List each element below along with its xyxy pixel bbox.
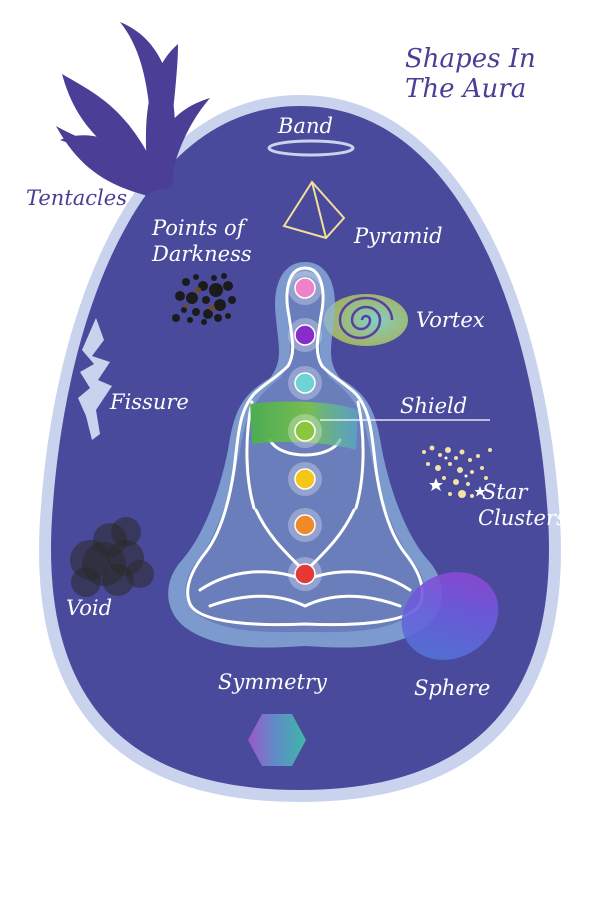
label-star-line-1: Star [482, 480, 528, 504]
label-shield: Shield [400, 394, 468, 418]
points-of-darkness-dots [172, 273, 236, 325]
sphere-shape [401, 572, 499, 660]
star-clusters-shape [422, 445, 492, 498]
label-star-line-2: Clusters [478, 506, 567, 530]
chakra-third-eye [294, 324, 316, 346]
label-tentacles: Tentacles [26, 186, 127, 210]
pyramid-shape [282, 180, 346, 240]
void-cloud [70, 517, 154, 597]
fissure-shape [78, 318, 112, 440]
label-points-line-1: Points of [152, 216, 245, 240]
title-line-2: The Aura [405, 74, 527, 104]
vortex-swirl [324, 294, 408, 346]
label-pyramid: Pyramid [354, 224, 443, 248]
label-band: Band [278, 114, 333, 138]
title-line-1: Shapes In [405, 44, 536, 74]
label-void: Void [66, 596, 113, 620]
chakra-column [288, 271, 322, 591]
label-vortex: Vortex [416, 308, 485, 332]
label-points-line-2: Darkness [152, 242, 252, 266]
label-fissure: Fissure [110, 390, 189, 414]
label-symmetry: Symmetry [218, 670, 327, 694]
chakra-crown [294, 277, 316, 299]
band-ring [267, 139, 355, 157]
chakra-heart [294, 420, 316, 442]
chakra-sacral [294, 514, 316, 536]
star-clusters-white [429, 456, 486, 497]
chakra-root [294, 563, 316, 585]
symmetry-hexagon [248, 714, 306, 766]
label-sphere: Sphere [414, 676, 491, 700]
chakra-throat [294, 372, 316, 394]
page-title: Shapes In The Aura [405, 44, 536, 104]
tentacles-shape [56, 22, 210, 196]
chakra-solar-plexus [294, 468, 316, 490]
points-of-darkness-brown [184, 287, 215, 311]
